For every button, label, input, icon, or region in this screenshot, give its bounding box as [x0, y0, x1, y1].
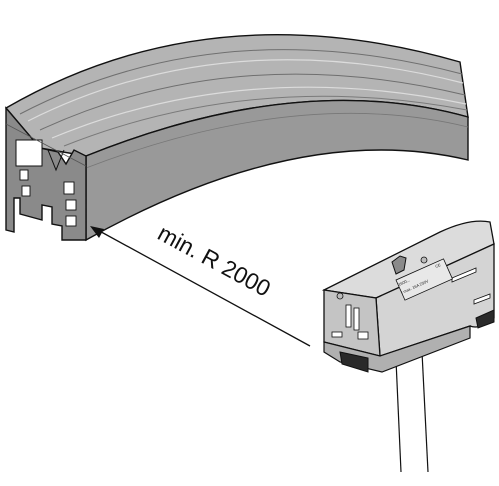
- track-groove: [51, 86, 467, 139]
- profile-slot: [63, 181, 75, 195]
- track-adapter: 1600... I max. 16A 230V CE: [321, 220, 495, 473]
- track-groove: [63, 95, 468, 147]
- pendant-cable: [395, 359, 402, 473]
- adapter-front-slot: [473, 293, 491, 305]
- adapter-front-slot: [451, 267, 477, 283]
- profile-slot: [65, 215, 77, 227]
- curved-track-rail: [4, 34, 469, 242]
- track-side-line: [85, 112, 469, 169]
- profile-slot: [65, 199, 77, 211]
- profile-center-ridge: [47, 149, 65, 172]
- profile-slot: [19, 169, 29, 181]
- adapter-end-screw: [336, 292, 344, 300]
- track-groove: [19, 49, 463, 115]
- adapter-label-plate: [395, 258, 453, 301]
- profile-slot: [15, 139, 43, 167]
- radius-dimension: min. R 2000: [90, 220, 311, 347]
- pendant-cable: [421, 351, 429, 473]
- radius-arrowhead: [90, 226, 104, 238]
- adapter-approval-mark: CE: [434, 262, 441, 269]
- track-side-face: [85, 99, 469, 242]
- adapter-end-slot: [353, 307, 360, 331]
- adapter-end-slot: [345, 304, 352, 328]
- profile-top-lip: [5, 123, 87, 167]
- adapter-lever: [391, 255, 407, 275]
- adapter-top: [321, 220, 495, 299]
- adapter-end-notch: [357, 331, 369, 340]
- adapter-end-notch: [331, 331, 343, 338]
- track-groove: [39, 73, 466, 131]
- radius-label: min. R 2000: [154, 220, 275, 302]
- track-groove: [27, 59, 464, 122]
- adapter-black-foot: [339, 351, 369, 373]
- radius-arrow-line: [93, 227, 311, 347]
- adapter-product-code: 1600...: [397, 277, 410, 287]
- adapter-screw: [420, 256, 428, 264]
- profile-slot: [21, 185, 31, 197]
- adapter-black-foot-right: [475, 309, 495, 329]
